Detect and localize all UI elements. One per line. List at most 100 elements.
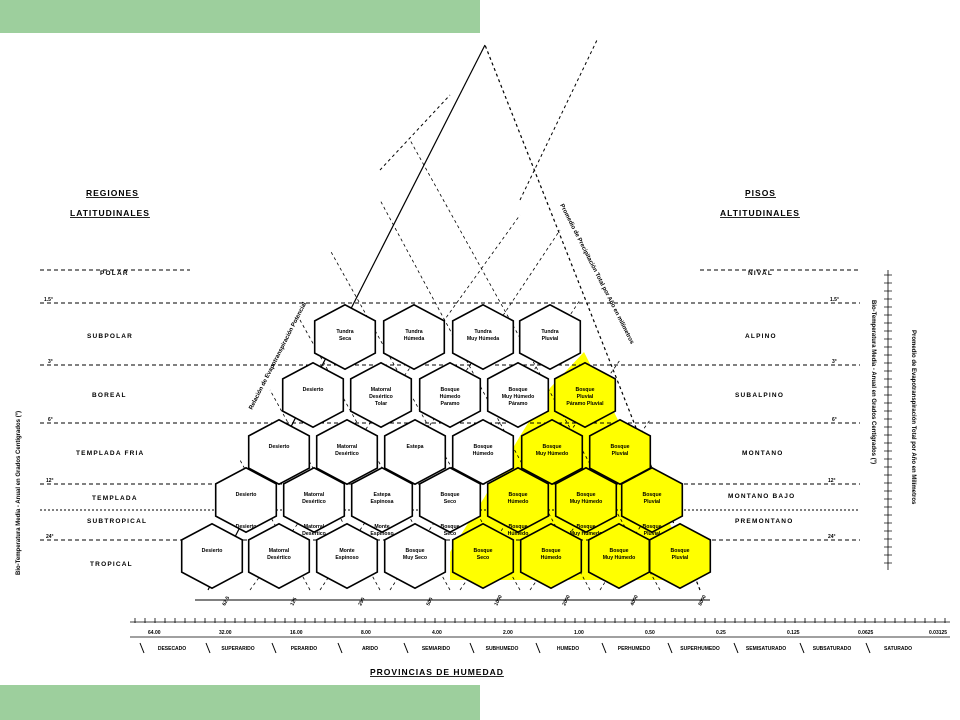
life-zone-bosque-muy-humedo-t: Bosque Muy Húmedo bbox=[554, 466, 618, 534]
life-zone-label: Desierto bbox=[236, 524, 257, 530]
temp-mark-left-2: 3° bbox=[48, 359, 53, 365]
hexagon-cell bbox=[349, 361, 413, 429]
humidity-divider bbox=[667, 642, 673, 654]
ratio-tick-label: 0.25 bbox=[716, 630, 726, 636]
temp-mark-left-1: 1.5° bbox=[44, 297, 53, 303]
hexagon-cell bbox=[486, 466, 550, 534]
life-zone-label: Matorral bbox=[304, 524, 325, 530]
ratio-tick-label: 0.03125 bbox=[929, 630, 947, 636]
life-zone-label: Desierto bbox=[269, 444, 290, 450]
hexagon-cell bbox=[418, 361, 482, 429]
life-zone-label: Seco bbox=[444, 531, 456, 537]
life-zone-label: Bosque bbox=[542, 444, 561, 450]
life-zone-label: Monte bbox=[374, 524, 389, 530]
life-zone-label: Tundra bbox=[405, 329, 422, 335]
life-zone-estepa: Estepa bbox=[383, 418, 447, 486]
region-tropical: TROPICAL bbox=[90, 561, 133, 568]
hexagon-cell bbox=[620, 466, 684, 534]
humidity-provinces-title: PROVINCIAS DE HUMEDAD bbox=[370, 667, 504, 677]
hexagon-cell bbox=[451, 418, 515, 486]
life-zone-label: Tundra bbox=[336, 329, 353, 335]
hexagon-cell bbox=[383, 522, 447, 590]
life-zone-label: Tolar bbox=[375, 401, 387, 407]
temp-mark-right-4: 12° bbox=[828, 478, 836, 484]
life-zone-label: Desértico bbox=[335, 451, 359, 457]
precipitation-tick-label: 1000 bbox=[493, 594, 503, 607]
life-zone-label: Seco bbox=[444, 499, 456, 505]
regions-header-line1: REGIONES bbox=[86, 188, 139, 198]
life-zone-label: Muy Húmedo bbox=[570, 499, 603, 505]
life-zone-label: Bosque bbox=[440, 492, 459, 498]
temp-mark-left-5: 24° bbox=[46, 534, 54, 540]
hexagon-cell bbox=[588, 418, 652, 486]
temp-mark-right-2: 3° bbox=[832, 359, 837, 365]
life-zone-label: Desértico bbox=[267, 555, 291, 561]
top-green-band bbox=[0, 0, 480, 33]
ratio-tick-label: 0.125 bbox=[787, 630, 800, 636]
life-zone-label: Monte bbox=[339, 548, 354, 554]
humidity-divider bbox=[865, 642, 871, 654]
life-zone-label: Húmedo bbox=[473, 451, 494, 457]
life-zone-label: Pluvial bbox=[644, 531, 661, 537]
bottom-rulers bbox=[130, 621, 950, 638]
life-zone-label: Pluvial bbox=[542, 336, 559, 342]
life-zone-label: Estepa bbox=[406, 444, 423, 450]
life-zone-label: Bosque bbox=[405, 548, 424, 554]
humidity-province-label: PERHUMEDO bbox=[618, 646, 651, 652]
temp-mark-left-4: 12° bbox=[46, 478, 54, 484]
precipitation-tick-label: 125 bbox=[289, 597, 298, 607]
bottom-green-band bbox=[0, 685, 480, 720]
floor-alpino: ALPINO bbox=[745, 333, 777, 340]
life-zone-label: Bosque bbox=[642, 524, 661, 530]
humidity-province-label: SUBHUMEDO bbox=[486, 646, 519, 652]
hexagon-cell bbox=[383, 418, 447, 486]
humidity-province-label: SATURADO bbox=[884, 646, 912, 652]
humidity-province-label: HUMEDO bbox=[557, 646, 579, 652]
hexagon-cell bbox=[648, 522, 712, 590]
hexagon-cell bbox=[553, 361, 617, 429]
region-templada: TEMPLADA bbox=[92, 495, 138, 502]
floors-header-line1: PISOS bbox=[745, 188, 776, 198]
humidity-divider bbox=[337, 642, 343, 654]
life-zone-label: Bosque bbox=[610, 444, 629, 450]
humidity-divider bbox=[271, 642, 277, 654]
life-zone-label: Matorral bbox=[269, 548, 290, 554]
hexagon-cell bbox=[382, 303, 446, 371]
life-zone-label: Muy Húmedo bbox=[603, 555, 636, 561]
precipitation-tick-label: 2000 bbox=[561, 594, 571, 607]
life-zone-label: Húmedo bbox=[508, 499, 529, 505]
life-zone-label: Bosque bbox=[473, 444, 492, 450]
life-zone-label: Espinoso bbox=[335, 555, 358, 561]
humidity-province-label: SUPERHUMEDO bbox=[680, 646, 720, 652]
life-zone-label: Paramo bbox=[440, 401, 459, 407]
humidity-province-label: ARIDO bbox=[362, 646, 378, 652]
life-zone-label: Bosque bbox=[508, 492, 527, 498]
precipitation-tick-label: 62.5 bbox=[221, 595, 231, 607]
life-zone-label: Bosque bbox=[440, 387, 459, 393]
hexagon-cell bbox=[486, 361, 550, 429]
life-zone-label: Bosque bbox=[508, 524, 527, 530]
humidity-divider bbox=[601, 642, 607, 654]
hexagon-cell bbox=[315, 522, 379, 590]
life-zone-label: Bosque bbox=[576, 524, 595, 530]
life-zone-label: Matorral bbox=[304, 492, 325, 498]
life-zone-label: Estepa bbox=[373, 492, 390, 498]
